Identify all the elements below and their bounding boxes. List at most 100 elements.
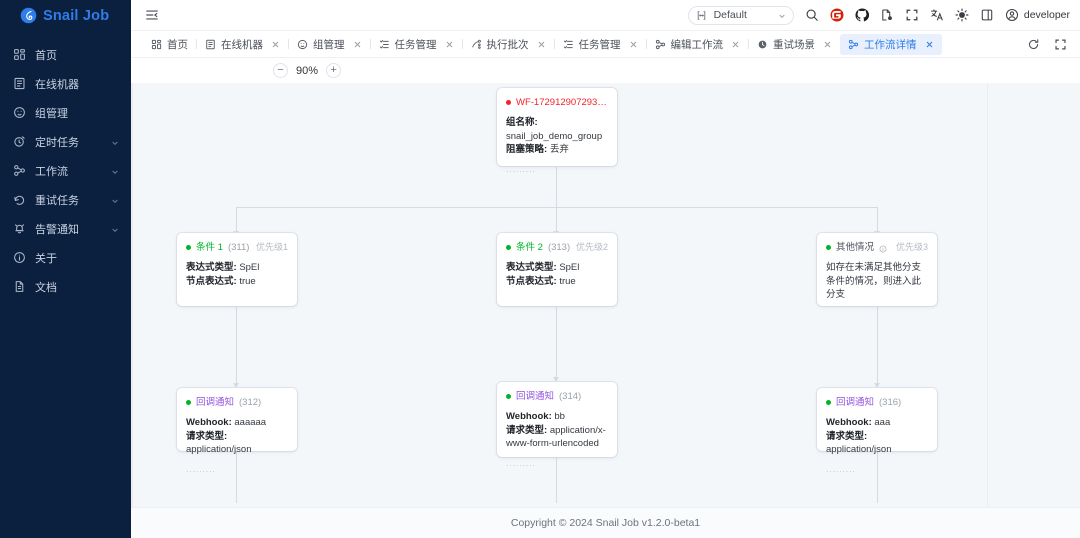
info-circle-icon[interactable] [879,244,887,253]
field-key: Webhook: [506,410,552,422]
brand[interactable]: Snail Job [0,0,131,31]
tab-task-management-1[interactable]: 任务管理 [371,34,462,55]
layout-icon[interactable] [980,8,994,22]
close-icon[interactable] [925,40,934,49]
workflow-root-node[interactable]: WF-1729129072934 ... 组名称: snail_job_demo… [497,88,617,174]
node-id: (312) [239,397,262,408]
status-dot [506,394,511,400]
sidebar-item-online-machines[interactable]: 在线机器 [0,69,131,98]
tab-label: 重试场景 [773,38,815,51]
fullscreen-icon[interactable] [905,8,919,22]
close-icon[interactable] [629,40,638,49]
zoom-in-button[interactable]: + [326,63,342,78]
close-icon[interactable] [445,40,454,49]
menu-collapse-icon[interactable] [145,8,159,22]
fullscreen-icon[interactable] [1054,38,1067,51]
gitee-icon[interactable] [830,8,844,22]
task-list-icon [379,39,390,50]
connector-branch-right [877,207,878,234]
book-doc-icon[interactable] [880,8,894,22]
canvas-guide-right [987,83,988,507]
tab-divider [748,39,749,49]
tab-workflow-detail[interactable]: 工作流详情 [840,33,942,55]
workspace-selector[interactable]: Default [687,5,794,25]
tab-divider [196,39,197,49]
condition-node-3-other[interactable]: 其他情况 优先级3 如存在未满足其他分支条件的情况，则进入此分支 [817,233,937,306]
tab-home[interactable]: 首页 [143,34,196,55]
github-icon[interactable] [855,8,869,22]
sidebar-item-label: 组管理 [35,107,68,120]
node-body: Webhook: aaaaaa 请求类型: application/json [186,416,288,457]
connector-root-down [556,165,557,207]
close-icon[interactable] [353,40,362,49]
field-key: 请求类型: [826,430,868,442]
sidebar-item-home[interactable]: 首页 [0,40,131,69]
close-icon[interactable] [731,40,740,49]
callback-node-3[interactable]: 回调通知 (316) Webhook: aaa 请求类型: applicatio… [817,388,937,474]
search-icon[interactable] [805,8,819,22]
chevron-down-icon [111,167,119,175]
refresh-icon[interactable] [1027,38,1040,51]
tab-label: 组管理 [313,38,345,51]
sidebar-item-group-management[interactable]: 组管理 [0,98,131,127]
workspace-label: Default [713,9,747,21]
node-ellipsis: ......... [826,464,856,475]
tab-execution-batch[interactable]: 执行批次 [463,34,554,55]
node-title: 其他情况 [836,242,875,253]
field-value: SpEl [559,261,580,273]
field-value: application/json [826,444,892,456]
batch-icon [471,39,482,50]
sidebar-item-label: 工作流 [35,165,68,178]
close-icon[interactable] [823,40,832,49]
condition-node-1[interactable]: 条件 1 (311) 优先级1 表达式类型: SpEl 节点表达式: true [177,233,297,306]
tab-edit-workflow[interactable]: 编辑工作流 [647,34,749,55]
sidebar-item-label: 关于 [35,252,57,265]
sidebar-item-workflow[interactable]: 工作流 [0,156,131,185]
connector-cb2-down [556,457,557,503]
tab-task-management-2[interactable]: 任务管理 [555,34,646,55]
workflow-icon [655,39,666,50]
tab-label: 执行批次 [486,38,529,51]
tab-group-management[interactable]: 组管理 [289,34,370,55]
callback-node-2[interactable]: 回调通知 (314) Webhook: bb 请求类型: application… [497,382,617,468]
sidebar-item-alert-notification[interactable]: 告警通知 [0,214,131,243]
zoom-controls: − 90% + [131,58,1080,83]
sidebar-item-retry-tasks[interactable]: 重试任务 [0,185,131,214]
theme-light-icon[interactable] [955,8,969,22]
close-icon[interactable] [271,40,280,49]
node-title: 回调通知 [196,397,235,408]
tab-retry-scene[interactable]: 重试场景 [749,34,840,55]
status-dot [506,100,511,106]
task-list-icon [563,39,574,50]
connector-branch-mid [556,207,557,234]
tabbar: 首页 在线机器 [131,31,1080,58]
tab-divider [553,39,555,49]
node-priority: 优先级3 [895,242,928,253]
tab-label: 任务管理 [394,38,437,51]
node-priority: 优先级2 [575,242,608,253]
field-value: snail_job_demo_group [506,130,603,142]
user-menu[interactable]: developer [1005,8,1070,22]
bell-alert-icon [13,222,26,235]
sidebar: Snail Job 首页 在线机器 [0,0,131,538]
topbar-actions: Default [687,5,1070,25]
node-id: (313) [547,242,571,253]
close-icon[interactable] [537,40,546,49]
sidebar-item-scheduled-tasks[interactable]: 定时任务 [0,127,131,156]
field-key: Webhook: [826,416,872,428]
condition-node-2[interactable]: 条件 2 (313) 优先级2 表达式类型: SpEl 节点表达式: true [497,233,617,306]
callback-node-1[interactable]: 回调通知 (312) Webhook: aaaaaa 请求类型: applica… [177,388,297,474]
sidebar-item-about[interactable]: 关于 [0,243,131,272]
field-value: application/x-www-form-urlencoded [506,424,606,450]
clock-task-icon [13,135,26,148]
language-icon[interactable] [930,8,944,22]
status-dot [826,245,831,251]
sidebar-item-docs[interactable]: 文档 [0,272,131,301]
workflow-canvas[interactable]: WF-1729129072934 ... 组名称: snail_job_demo… [131,83,1080,507]
tab-label: 工作流详情 [864,38,917,51]
zoom-out-button[interactable]: − [273,63,288,78]
chevron-down-icon [111,138,119,146]
node-title: 条件 2 [516,242,543,253]
tab-online-machines[interactable]: 在线机器 [197,34,288,55]
tab-label: 任务管理 [578,38,621,51]
